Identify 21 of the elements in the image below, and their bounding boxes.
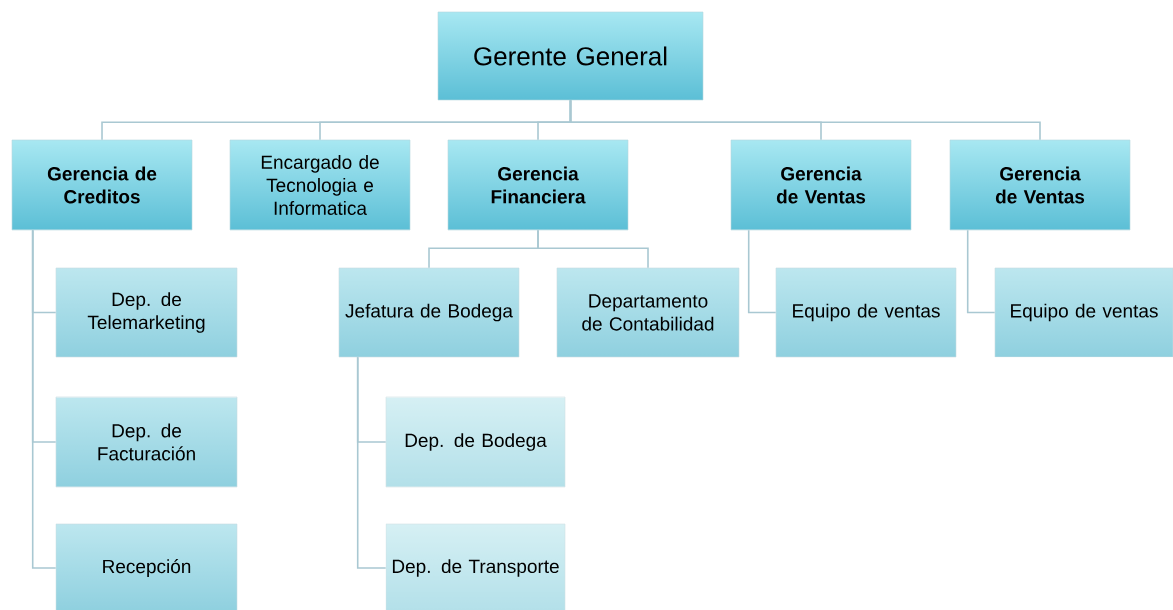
connector-line — [747, 229, 777, 314]
unit-box: Jefatura de Bodega — [338, 267, 520, 358]
unit-box: Dep. de Bodega — [385, 396, 566, 488]
connector-line — [569, 99, 1041, 141]
connector-line — [537, 229, 649, 269]
unit-box: Equipo de ventas — [775, 267, 957, 358]
unit-box: Equipo de ventas — [994, 267, 1173, 358]
title-box: Gerente General — [437, 11, 704, 101]
department-box: Encargado de Tecnologia e Informatica — [229, 139, 411, 231]
department-box: Gerencia de Creditos — [11, 139, 193, 231]
unit-box: Dep. de Facturación — [55, 396, 238, 488]
unit-box: Departamento de Contabilidad — [556, 267, 740, 358]
connector-line — [31, 229, 57, 569]
connector-line — [966, 229, 996, 314]
department-box: Gerencia Financiera — [447, 139, 629, 231]
unit-box: Recepción — [55, 523, 238, 610]
department-box: Gerencia de Ventas — [949, 139, 1131, 231]
unit-box: Dep. de Transporte — [385, 523, 566, 610]
unit-box: Dep. de Telemarketing — [55, 267, 238, 358]
department-box: Gerencia de Ventas — [730, 139, 912, 231]
connector-line — [356, 356, 387, 569]
